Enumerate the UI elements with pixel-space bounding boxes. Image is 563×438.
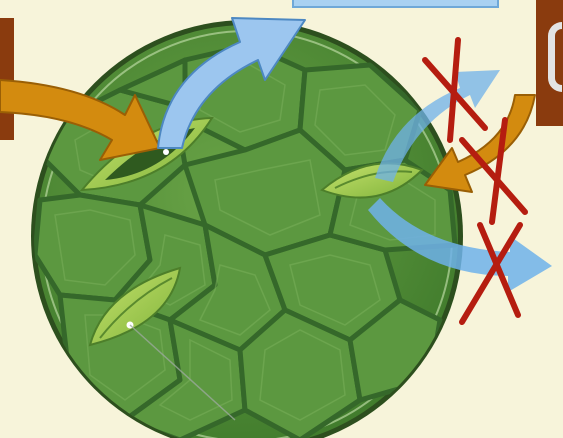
stoma-pore-dot <box>163 149 169 155</box>
